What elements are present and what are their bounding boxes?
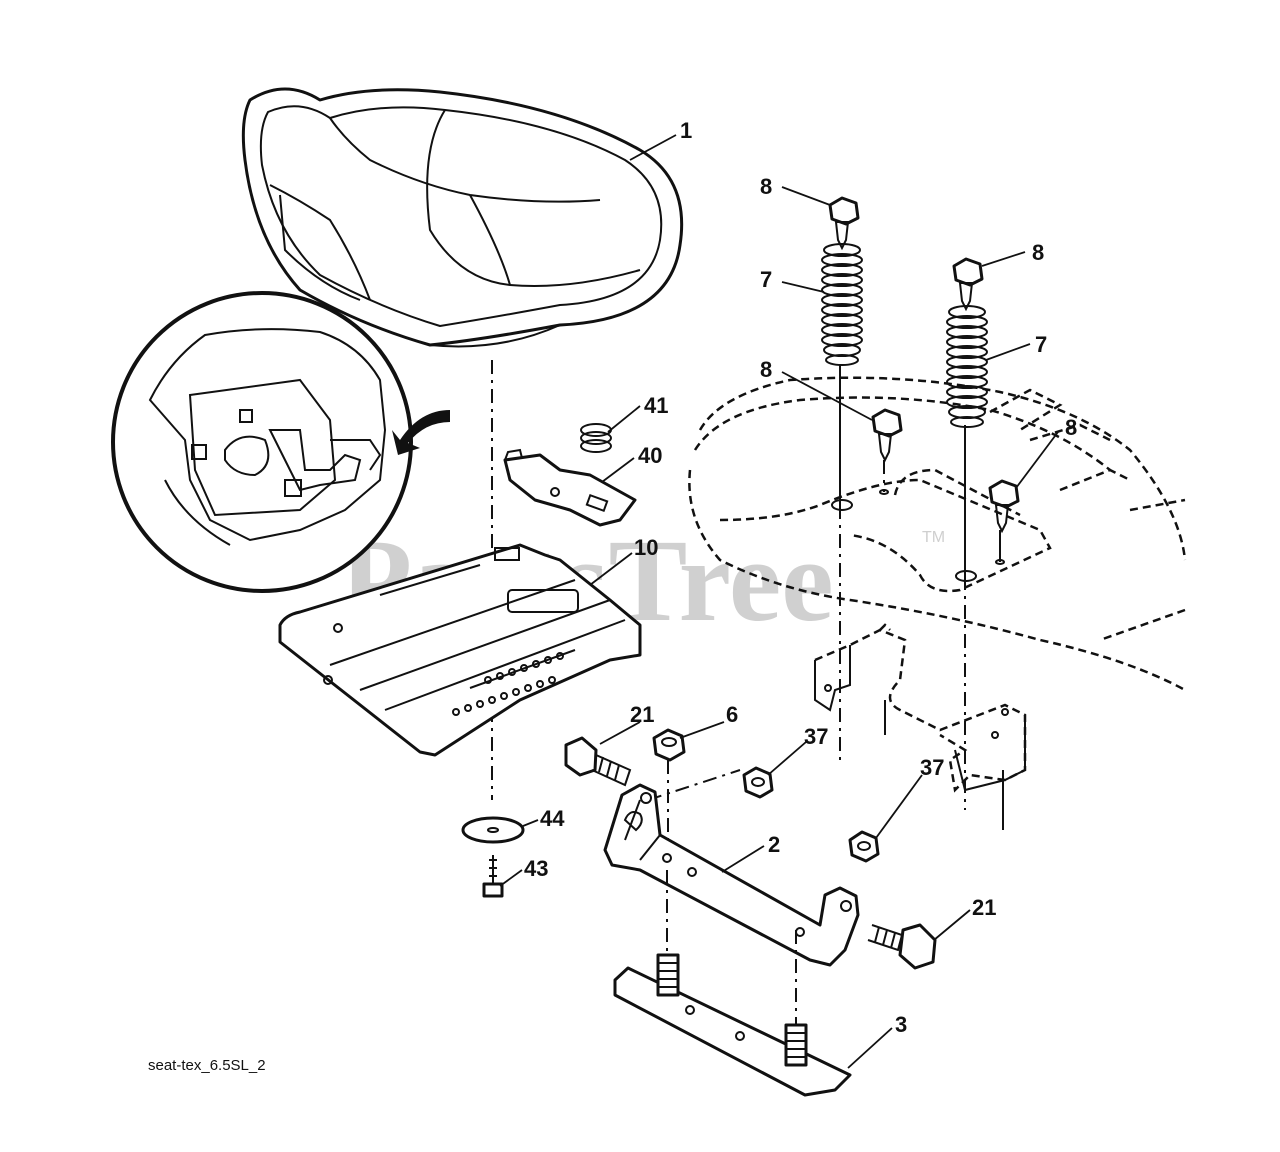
stud-left[interactable]: [656, 953, 680, 997]
callout-21-right: 21: [972, 895, 996, 920]
callout-21-left: 21: [630, 702, 654, 727]
nut-6[interactable]: [652, 728, 686, 762]
callout-7-right: 7: [1035, 332, 1047, 357]
callout-2: 2: [768, 832, 780, 857]
bolt-8-top-right[interactable]: [952, 257, 984, 312]
callout-8-top-right: 8: [1032, 240, 1044, 265]
bolt-8-middle[interactable]: [871, 408, 903, 463]
bolt-8-lower[interactable]: [988, 479, 1020, 534]
spring-7-left[interactable]: [821, 243, 863, 366]
spring-7-right[interactable]: [946, 305, 988, 428]
callout-44: 44: [540, 806, 565, 831]
diagram-caption: seat-tex_6.5SL_2: [148, 1057, 266, 1074]
callout-8-top-left: 8: [760, 174, 772, 199]
bolt-8-top-left[interactable]: [828, 196, 860, 251]
inset-arrow-icon: [392, 410, 450, 455]
trademark: TM: [922, 529, 945, 546]
bolt-43[interactable]: [482, 855, 504, 898]
left-pivot-axis: [647, 769, 741, 801]
callout-8-middle: 8: [760, 357, 772, 382]
seat-switch-bracket-40[interactable]: [503, 448, 637, 527]
spring-41[interactable]: [580, 423, 612, 453]
callout-43: 43: [524, 856, 548, 881]
callout-10: 10: [634, 535, 658, 560]
nut-37-upper[interactable]: [742, 766, 774, 799]
washer-44[interactable]: [461, 816, 525, 844]
callout-1: 1: [680, 118, 692, 143]
callout-41: 41: [644, 393, 668, 418]
callout-3: 3: [895, 1012, 907, 1037]
seat-adjust-bracket-reference: [814, 623, 1027, 793]
bolt-21-left[interactable]: [564, 736, 632, 787]
seat-pan-10[interactable]: [278, 543, 642, 757]
callout-7-left: 7: [760, 267, 772, 292]
callout-6: 6: [726, 702, 738, 727]
callout-40: 40: [638, 443, 662, 468]
seat[interactable]: [241, 87, 684, 348]
seat-pan-adjust-slots: [452, 652, 564, 716]
seat-switch-detail-inset: [111, 291, 413, 593]
nut-37-lower[interactable]: [848, 830, 880, 863]
bolt-21-right[interactable]: [867, 923, 937, 970]
mounting-bracket-2[interactable]: [603, 783, 860, 967]
callout-37-upper: 37: [804, 724, 828, 749]
stud-right[interactable]: [784, 1023, 808, 1067]
frame-fender-reference: [688, 376, 1187, 692]
callout-8-lower: 8: [1065, 415, 1077, 440]
mounting-plate-3[interactable]: [613, 966, 852, 1097]
callout-37-lower: 37: [920, 755, 944, 780]
leader-lines: [499, 134, 1059, 1069]
